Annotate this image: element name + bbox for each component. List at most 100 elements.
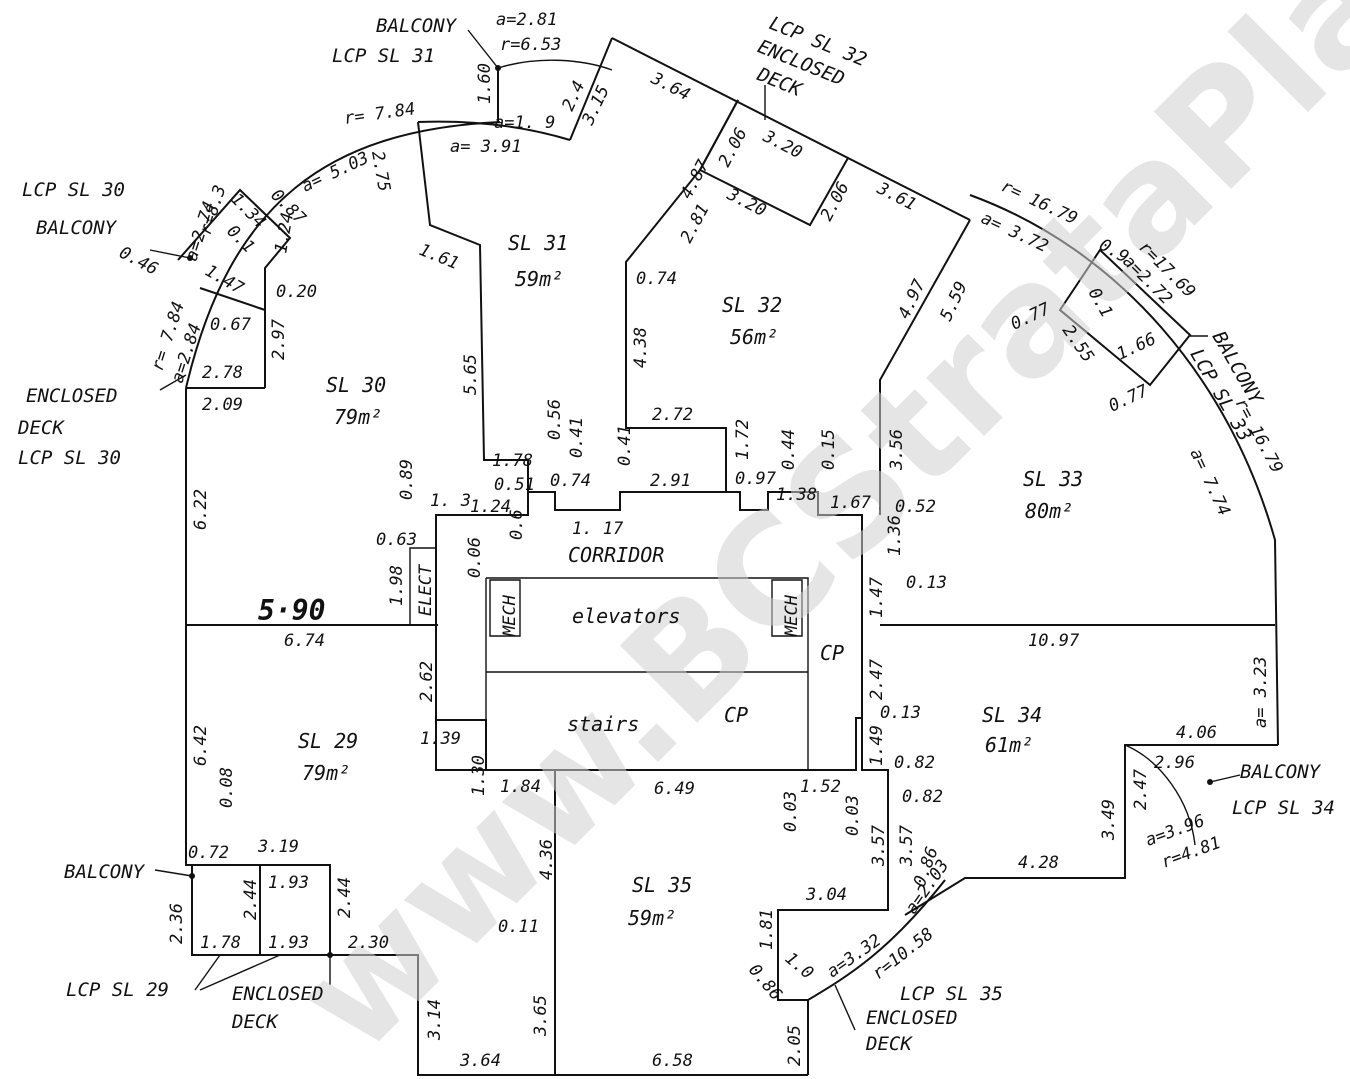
callout-deck-29: DECK <box>231 1011 279 1033</box>
dim-2-96: 2.96 <box>1154 753 1195 773</box>
dot-deck-29 <box>327 952 333 958</box>
sl30-area: 79m² <box>334 405 382 429</box>
dim-1-38: 1.38 <box>776 485 817 505</box>
callout-lcp-35: LCP SL 35 <box>900 983 1003 1005</box>
arc-a503: a= 5.03 <box>299 148 372 196</box>
dim-3-19: 3.19 <box>257 837 299 857</box>
callout-balcony-30: BALCONY <box>36 217 118 239</box>
dim-1-24b: 1.24 <box>470 497 511 517</box>
callout-balcony-34: BALCONY <box>1240 761 1322 783</box>
dim-3-56: 3.56 <box>887 429 907 471</box>
dim-4-38: 4.38 <box>631 327 651 368</box>
dim-0-44: 0.44 <box>779 429 799 470</box>
corridor-lower <box>485 577 809 770</box>
dim-0-08: 0.08 <box>217 767 237 808</box>
dim-3-20b: 3.20 <box>723 184 769 221</box>
arc-r1058: r=10.58 <box>869 924 938 984</box>
dim-2-81: 2.81 <box>677 201 714 247</box>
elect-box <box>409 547 437 626</box>
balcony-31-arc <box>497 59 613 71</box>
dim-6-22: 6.22 <box>191 489 211 530</box>
sl32-name: SL 32 <box>722 293 782 317</box>
sl33-area: 80m² <box>1025 499 1073 523</box>
dim-1-72: 1.72 <box>733 419 753 460</box>
dim-0-74: 0.74 <box>636 269 677 289</box>
dim-3-14: 3.14 <box>425 999 445 1041</box>
callout-deck-30: DECK <box>17 417 65 439</box>
dim-4-28: 4.28 <box>1018 853 1059 873</box>
dim-0-13a: 0.13 <box>906 573 947 593</box>
sl31-left-wall <box>417 121 529 492</box>
cp-label-core: CP <box>724 703 748 727</box>
callout-deck-35: DECK <box>865 1033 913 1055</box>
sl35-name: SL 35 <box>632 873 692 897</box>
dim-0-46: 0.46 <box>116 243 162 280</box>
room-labels: SL 31 59m² SL 32 56m² SL 30 79m² SL 33 8… <box>298 231 1083 930</box>
dim-2-44a: 2.44 <box>241 879 261 920</box>
dim-1-36: 1.36 <box>885 515 905 556</box>
handwritten-dimension: 5·90 <box>258 594 325 627</box>
arc-a774: a= 7.74 <box>1185 446 1233 519</box>
sl29-balcony-boxes <box>192 864 331 955</box>
dim-0-82b: 0.82 <box>902 787 943 807</box>
callout-lcp-31: LCP SL 31 <box>332 45 435 67</box>
dim-1-30: 1.30 <box>469 755 489 796</box>
dim-1-17: 1. 17 <box>572 519 624 539</box>
dim-3-65: 3.65 <box>531 995 551 1037</box>
dim-1-60: 1.60 <box>475 63 495 104</box>
pointer-dots <box>187 65 1213 958</box>
callout-enclosed-30: ENCLOSED <box>26 385 118 407</box>
sl33-outer-arc <box>969 194 1279 746</box>
dim-0-51: 0.51 <box>494 475 535 495</box>
dim-6-58: 6.58 <box>652 1051 693 1071</box>
callout-leaders <box>149 29 1241 1031</box>
dim-1-84: 1.84 <box>500 777 541 797</box>
dim-4-06: 4.06 <box>1176 723 1217 743</box>
callout-lcp-30b: LCP SL 30 <box>18 447 121 469</box>
sl35-deck-arc <box>807 879 946 1001</box>
dim-0-63: 0.63 <box>376 530 417 550</box>
dim-1-67: 1.67 <box>830 493 872 513</box>
dim-1-78: 1.78 <box>492 451 533 471</box>
dim-1-49: 1.49 <box>867 725 887 766</box>
dim-2-91: 2.91 <box>650 471 691 491</box>
sl30-name: SL 30 <box>326 373 386 397</box>
dim-4-36: 4.36 <box>537 839 557 880</box>
callout-lcp-29: LCP SL 29 <box>66 979 169 1001</box>
core-outline <box>435 491 863 771</box>
dim-3-57b: 3.57 <box>897 824 917 867</box>
common-labels: CORRIDOR elevators stairs CP CP MECH MEC… <box>258 543 844 736</box>
dim-1-61: 1.61 <box>416 240 461 274</box>
sl33-name: SL 33 <box>1023 467 1083 491</box>
dim-1-47b: 1.47 <box>867 576 887 618</box>
balcony-33-box <box>1058 248 1192 387</box>
arc-a391: a= 3.91 <box>450 137 522 157</box>
sl34-name: SL 34 <box>982 703 1042 727</box>
dot-balcony-31 <box>495 65 501 71</box>
dim-0-72: 0.72 <box>188 843 229 863</box>
mech-label-west: MECH <box>500 594 520 637</box>
sl29-area: 79m² <box>302 761 350 785</box>
dim-2-75: 2.75 <box>367 149 394 193</box>
dim-1-47: 1.47 <box>202 261 248 299</box>
sl34-south-wall <box>904 744 1278 916</box>
arc-r784-top: r= 7.84 <box>343 99 417 129</box>
sl32-area: 56m² <box>730 325 778 349</box>
dim-3-61: 3.61 <box>873 178 919 215</box>
dim-5-65: 5.65 <box>461 354 481 395</box>
dim-2-78: 2.78 <box>202 363 243 383</box>
dim-1-3: 1. 3 <box>430 491 471 511</box>
sl31-area: 59m² <box>515 267 563 291</box>
sl32-top-wall <box>611 37 971 221</box>
callout-balcony-29: BALCONY <box>64 861 146 883</box>
callout-balcony-31: BALCONY <box>376 15 458 37</box>
dim-0-41a: 0.41 <box>567 417 587 458</box>
dim-0-15: 0.15 <box>819 429 839 470</box>
dim-2-97: 2.97 <box>269 318 289 360</box>
dim-2-72: 2.72 <box>652 405 693 425</box>
dim-3-57a: 3.57 <box>869 824 889 867</box>
dim-1-93b: 1.93 <box>268 933 309 953</box>
corridor-label: CORRIDOR <box>568 543 664 567</box>
dim-1-81: 1.81 <box>757 909 777 950</box>
